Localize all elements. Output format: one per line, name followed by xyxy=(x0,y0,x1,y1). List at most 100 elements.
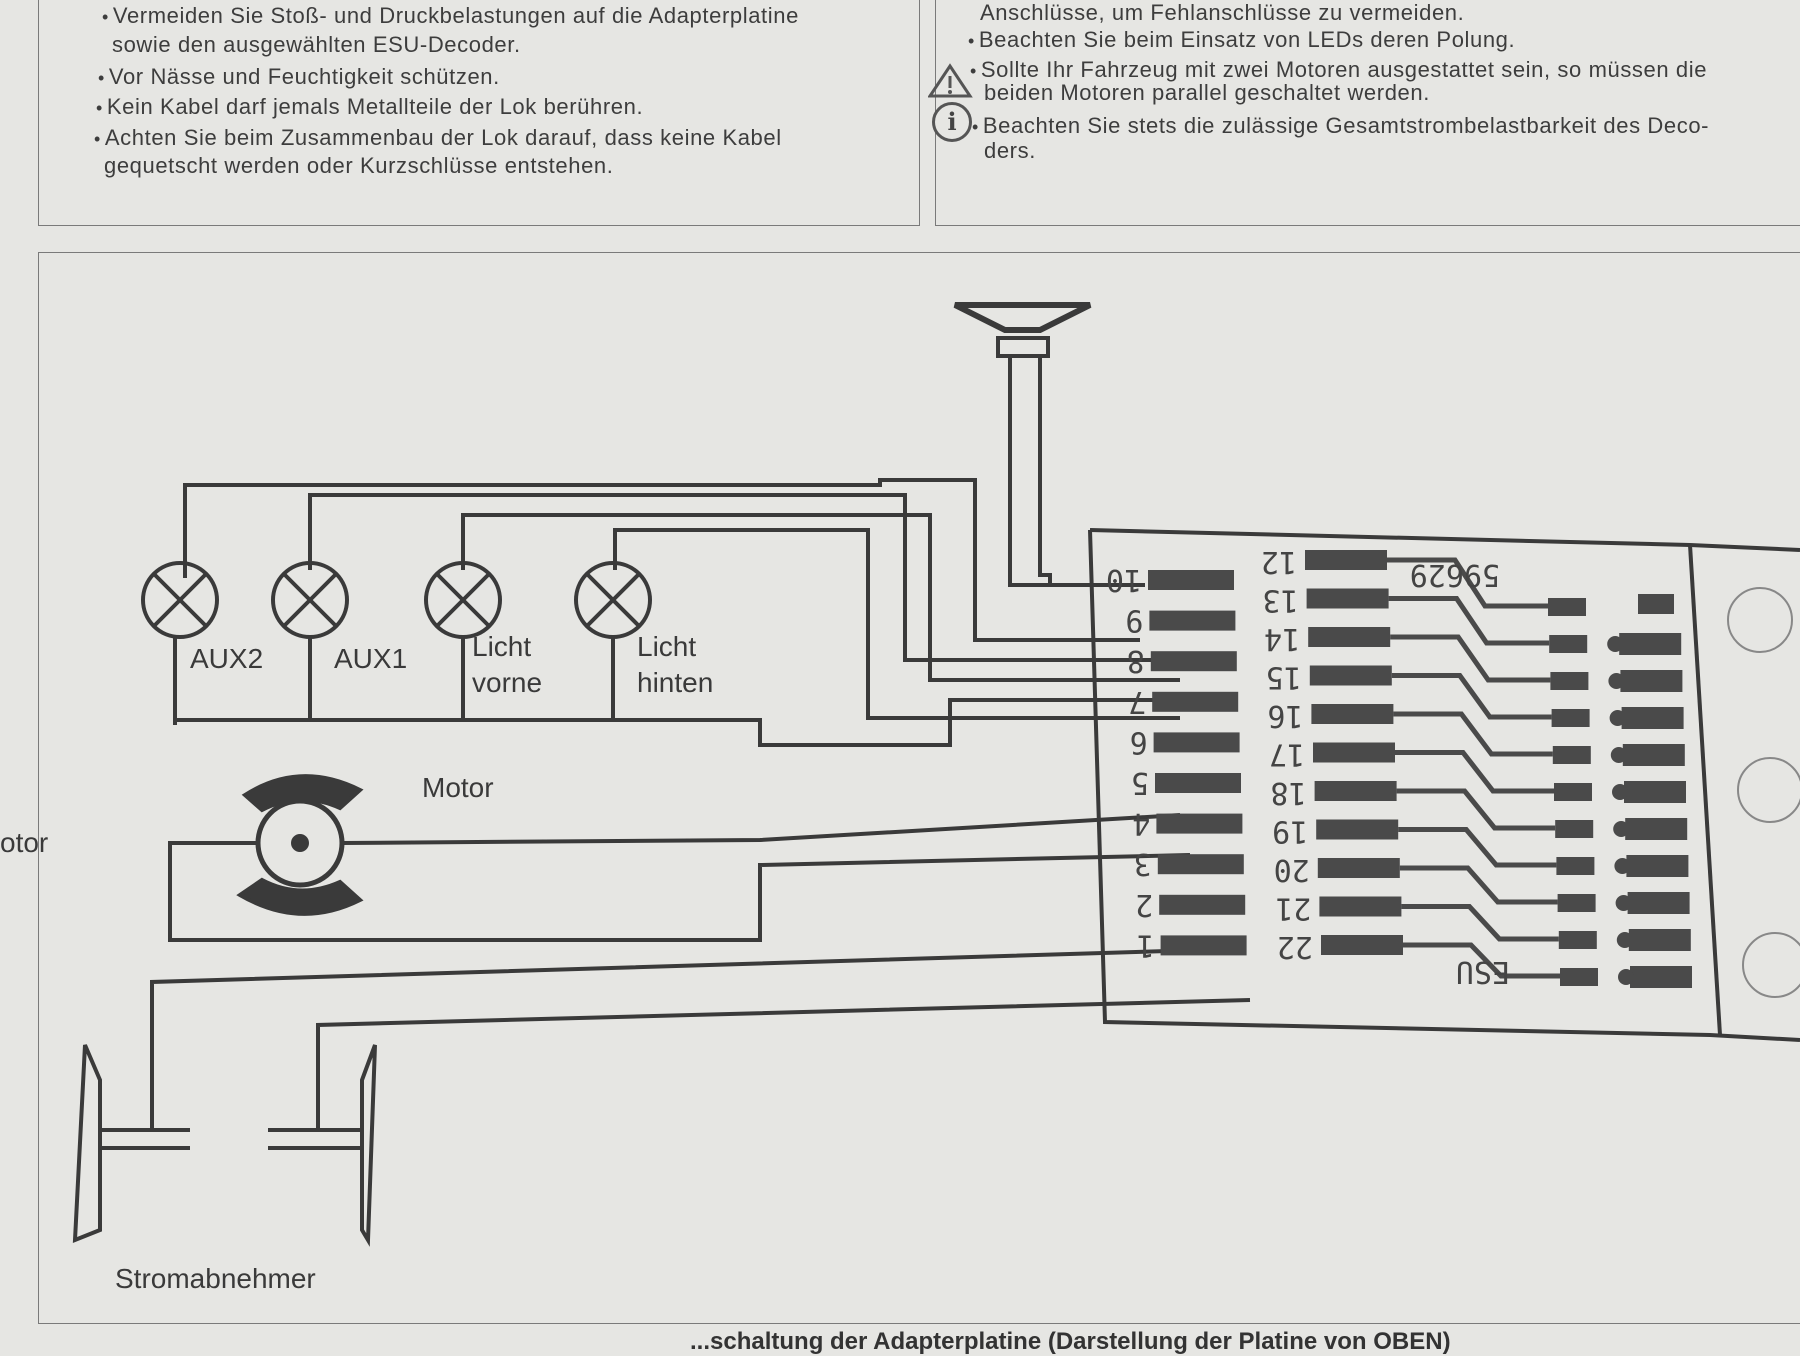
connector-dot xyxy=(1614,858,1631,874)
right-pad-15 xyxy=(1309,665,1392,686)
left-pin-label: 3 xyxy=(1134,846,1152,881)
pcb-trace xyxy=(1395,750,1554,794)
pickup-left-icon xyxy=(72,1044,190,1244)
right-pin-label: 19 xyxy=(1272,814,1308,849)
left-pin-label: 7 xyxy=(1128,684,1146,719)
right-pin-label: 17 xyxy=(1269,737,1305,772)
lamp-label-aux2: AUX2 xyxy=(190,643,263,674)
output-pad xyxy=(1550,672,1589,690)
pcb-traces xyxy=(1387,557,1560,979)
aux2-wire xyxy=(183,478,1140,642)
motor-label: Motor xyxy=(422,772,494,803)
pcb-trace xyxy=(1387,557,1548,609)
board-text-esu: ESU xyxy=(1456,954,1510,989)
left-pad-6 xyxy=(1153,732,1240,753)
connector-dot xyxy=(1608,673,1625,689)
notes-left-panel xyxy=(38,0,920,226)
connector-dot xyxy=(1616,932,1633,948)
note-line: Anschlüsse, um Fehlanschlüsse zu vermeid… xyxy=(980,0,1465,25)
note-line: •Vor Nässe und Feuchtigkeit schützen. xyxy=(98,64,500,89)
note-line: •Beachten Sie stets die zulässige Gesamt… xyxy=(972,113,1710,138)
right-pad-21 xyxy=(1319,896,1402,917)
connector-pad xyxy=(1628,929,1691,951)
lamp-label-licht-vorne: Licht vorne xyxy=(472,631,542,698)
connector-pad xyxy=(1626,855,1689,877)
connector-pad xyxy=(1621,707,1684,729)
lamp-label-licht-vorne-1: Licht xyxy=(472,631,531,662)
motor-cut-label: otor xyxy=(0,827,48,858)
output-pad xyxy=(1560,968,1598,986)
left-pad-3 xyxy=(1157,854,1244,875)
connector-dot xyxy=(1607,636,1624,652)
left-pin-label: 1 xyxy=(1137,927,1155,962)
speaker-magnet xyxy=(996,336,1050,358)
left-pin-label: 5 xyxy=(1131,765,1149,800)
lamp-licht-vorne xyxy=(424,561,502,720)
right-pin-label: 18 xyxy=(1270,775,1306,810)
note-line: •Beachten Sie beim Einsatz von LEDs dere… xyxy=(968,27,1516,52)
pcb-trace xyxy=(1396,788,1556,831)
output-pad xyxy=(1555,820,1594,838)
left-pad-8 xyxy=(1150,651,1237,672)
output-pad xyxy=(1558,931,1597,949)
output-pad xyxy=(1556,857,1595,875)
output-pad xyxy=(1554,783,1592,801)
right-pin-label: 16 xyxy=(1267,698,1303,733)
connector-pad xyxy=(1630,966,1692,988)
left-pad-1 xyxy=(1160,935,1247,956)
diagram-panel xyxy=(38,252,1800,1324)
left-pad-7 xyxy=(1152,691,1239,712)
right-pad-17 xyxy=(1313,742,1395,763)
lamp-label-licht-hinten: Licht hinten xyxy=(637,631,713,698)
left-pad-2 xyxy=(1159,894,1246,915)
connector-dot xyxy=(1610,747,1627,763)
pcb-trace xyxy=(1398,827,1557,868)
right-pin-label: 22 xyxy=(1277,929,1313,964)
right-pad-18 xyxy=(1314,781,1397,801)
connector-dot xyxy=(1612,784,1628,800)
info-icon: i xyxy=(932,102,972,142)
connector-pad xyxy=(1625,818,1688,840)
note-line: •Vermeiden Sie Stoß- und Druckbelastunge… xyxy=(102,3,799,28)
pcb-trace xyxy=(1388,596,1550,646)
pcb-trace xyxy=(1390,634,1551,683)
right-pin-label: 13 xyxy=(1262,583,1298,618)
left-pin-label: 8 xyxy=(1127,643,1145,678)
pcb-trace xyxy=(1393,711,1553,757)
connector-pad xyxy=(1620,670,1683,692)
right-pad-19 xyxy=(1316,819,1399,840)
note-line: ders. xyxy=(984,138,1036,163)
connector-pad xyxy=(1627,892,1690,914)
note-line: gequetscht werden oder Kurzschlüsse ents… xyxy=(104,153,614,178)
note-line: beiden Motoren parallel geschaltet werde… xyxy=(984,80,1430,105)
pickup-label: Stromabnehmer xyxy=(115,1263,316,1294)
left-pad-5 xyxy=(1155,773,1241,793)
lamp-aux2 xyxy=(141,561,219,725)
right-pin-label: 14 xyxy=(1264,621,1300,656)
pickup-right-icon xyxy=(268,1044,377,1247)
output-pad xyxy=(1551,709,1590,727)
right-pin-pads xyxy=(1305,550,1403,955)
right-pad-16 xyxy=(1311,704,1394,724)
right-pad-12 xyxy=(1305,550,1387,570)
connector-dot xyxy=(1615,895,1632,911)
motor-wire-1 xyxy=(168,841,1191,942)
pcb-trace xyxy=(1401,904,1559,942)
warning-icon xyxy=(928,63,973,98)
right-pad-20 xyxy=(1317,858,1400,878)
note-line: •Achten Sie beim Zusammenbau der Lok dar… xyxy=(94,125,782,150)
right-pad-14 xyxy=(1308,627,1391,647)
left-pin-pads xyxy=(1148,570,1247,956)
right-pin-label: 20 xyxy=(1274,852,1310,887)
output-pad xyxy=(1552,746,1591,764)
board-code: 59629 xyxy=(1410,557,1500,592)
output-pad xyxy=(1557,894,1596,912)
connector-pad xyxy=(1622,744,1685,766)
right-pad-13 xyxy=(1306,588,1389,609)
left-pin-label: 4 xyxy=(1132,806,1150,841)
output-pad xyxy=(1549,635,1588,653)
left-pad-10 xyxy=(1148,570,1234,590)
left-pad-4 xyxy=(1156,813,1243,834)
lamp-label-aux1: AUX1 xyxy=(334,643,407,674)
